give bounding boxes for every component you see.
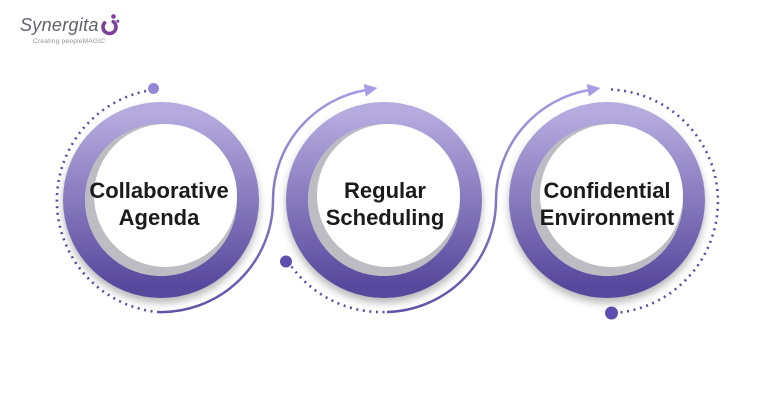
flow-arrow-1-to-2 (156, 83, 378, 314)
brand-name: Synergita (20, 15, 99, 35)
end-dot-3 (605, 306, 618, 320)
synergita-logo: Synergita Creating peopleMAGIC (20, 12, 150, 45)
inner-white-disc-1 (94, 124, 237, 267)
label-line: Scheduling (325, 205, 445, 230)
circle-label-collaborative-agenda: Collaborative Agenda (64, 177, 254, 231)
dotted-arc-3 (610, 88, 720, 314)
label-line: Collaborative (89, 178, 229, 203)
start-dot-1 (148, 83, 159, 94)
label-line: Agenda (118, 205, 200, 230)
circle-label-confidential-environment: Confidential Environment (512, 177, 702, 231)
start-dot-2 (280, 255, 292, 268)
synergita-swirl-icon (100, 14, 120, 36)
step-2-group (280, 83, 601, 314)
dotted-arc-1 (55, 89, 158, 314)
flow-arrow-2-to-3 (386, 83, 601, 314)
ring-circle-2 (286, 102, 482, 298)
label-line: Regular (344, 178, 426, 203)
ring-circle-3 (509, 102, 705, 298)
step-1-group (55, 83, 378, 314)
ring-circle-1 (63, 102, 259, 298)
brand-tagline: Creating peopleMAGIC (33, 38, 106, 45)
inner-white-disc-3 (540, 124, 683, 267)
circle-label-regular-scheduling: Regular Scheduling (290, 177, 480, 231)
label-line: Confidential (543, 178, 671, 203)
label-line: Environment (539, 205, 675, 230)
inner-white-disc-2 (317, 124, 460, 267)
step-3-group (509, 88, 720, 320)
